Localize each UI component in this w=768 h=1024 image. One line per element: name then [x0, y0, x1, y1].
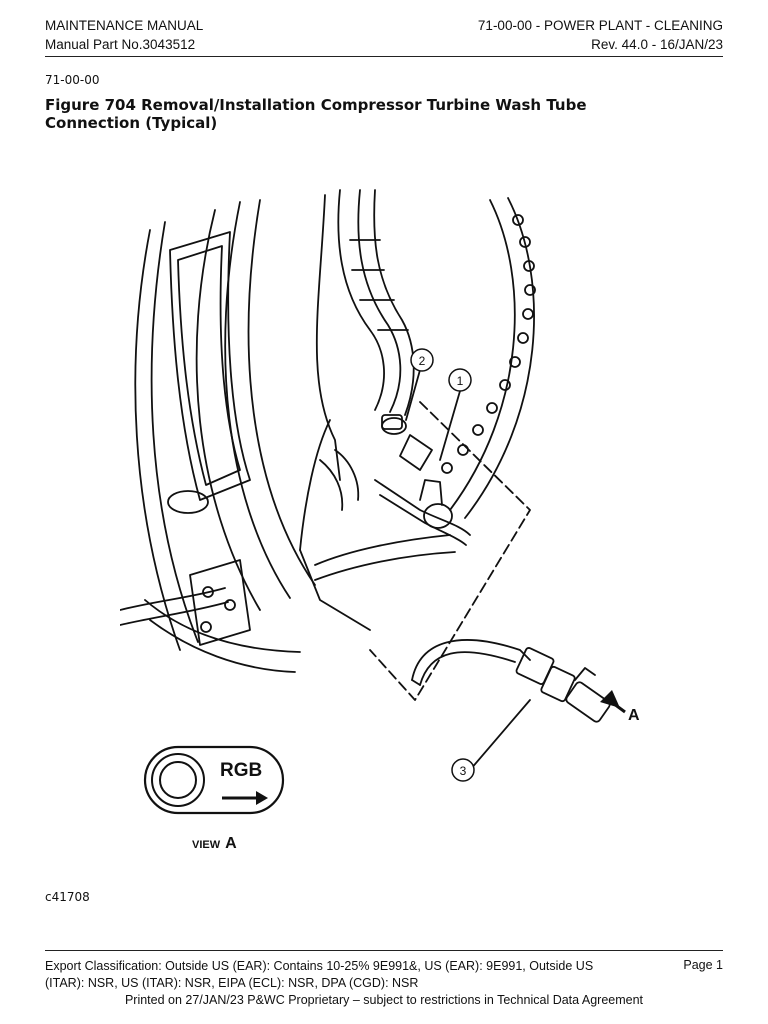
- view-label-letter: A: [225, 835, 237, 852]
- callout-leader-2: [405, 369, 421, 421]
- fitting-plate: [189, 559, 251, 646]
- page-number: Page 1: [683, 958, 723, 972]
- flange-bolts: [441, 214, 536, 474]
- housing-outline: [134, 229, 181, 651]
- callout-circle-2: [410, 348, 434, 372]
- callout-leader-3: [469, 699, 531, 771]
- view-outline: [369, 401, 531, 701]
- callout-number-2: 2: [419, 354, 426, 368]
- print-notice: Printed on 27/JAN/23 P&WC Proprietary – …: [124, 993, 644, 1007]
- hose-bundle: [337, 189, 385, 411]
- callout-number-1: 1: [457, 374, 464, 388]
- view-arrow: [600, 690, 626, 714]
- section-code: 71-00-00: [45, 73, 100, 87]
- gearbox-label: RGB: [220, 760, 262, 781]
- callout-circle-1: [448, 368, 472, 392]
- manual-title: MAINTENANCE MANUAL: [45, 18, 204, 33]
- revision-date: Rev. 44.0 - 16/JAN/23: [591, 37, 723, 52]
- flange-ring: [449, 199, 516, 511]
- manual-part-number: Manual Part No.3043512: [45, 37, 196, 52]
- view-label: VIEW A: [192, 835, 237, 852]
- oval-opening: [167, 490, 209, 514]
- access-panel: [169, 231, 251, 501]
- wash-tube-connection: [374, 479, 471, 536]
- preformed-packing: [381, 417, 407, 435]
- view-arrow-label: A: [628, 707, 640, 724]
- view-label-word: VIEW: [192, 839, 221, 851]
- fitting-nut: [399, 434, 433, 471]
- callout-number-3: 3: [460, 764, 467, 778]
- page-header: MAINTENANCE MANUAL Manual Part No.304351…: [45, 16, 723, 57]
- page-footer: Export Classification: Outside US (EAR):…: [45, 950, 723, 1011]
- view-a-detail: [143, 745, 285, 815]
- engine-illustration: A 1 2 3 RGB VIEW A: [120, 189, 640, 852]
- figure-title: Figure 704 Removal/Installation Compress…: [45, 96, 587, 132]
- export-classification: Export Classification: Outside US (EAR):…: [45, 959, 594, 990]
- drawing-code: c41708: [45, 890, 90, 904]
- chapter-title: 71-00-00 - POWER PLANT - CLEANING: [477, 18, 723, 33]
- callout-leader-1: [439, 390, 461, 461]
- callout-circle-3: [451, 758, 475, 782]
- wash-tube: [411, 639, 531, 681]
